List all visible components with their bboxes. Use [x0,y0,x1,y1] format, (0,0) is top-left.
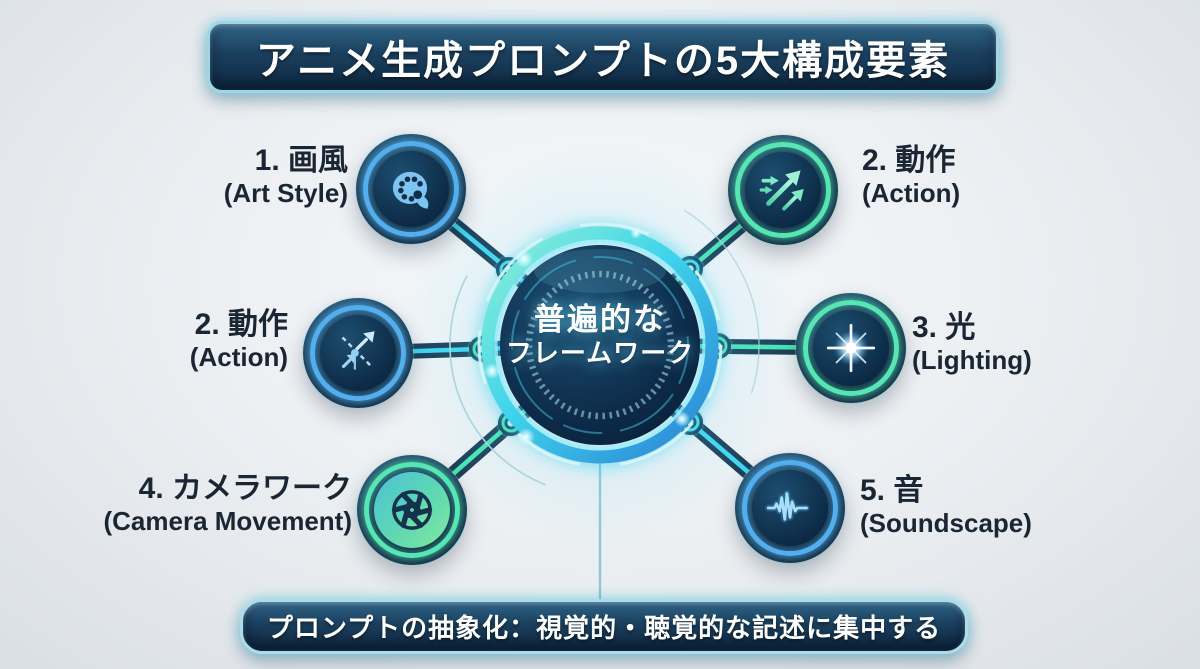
label-action-top: 2. 動作 (Action) [862,143,960,209]
label-camera-jp: 4. カメラワーク [138,472,352,505]
hub-label: 普遍的な フレームワーク [490,301,710,369]
hub-label-line2: フレームワーク [505,338,695,369]
hub-label-line1: 普遍的な [534,302,666,337]
label-action-top-en: (Action) [862,178,961,209]
label-art-style-jp: 1. 画風 [254,144,348,177]
waveform-icon [764,490,810,523]
label-art-style-en: (Art Style) [223,178,348,209]
speed-arrows-icon [759,170,804,211]
aperture-icon [391,490,433,530]
palette-icon [392,171,429,209]
node-art-style [356,134,466,244]
label-lighting-jp: 3. 光 [912,311,976,344]
node-lighting [796,293,906,403]
node-camera [357,455,467,565]
title-banner: アニメ生成プロンプトの5大構成要素 [207,21,999,93]
central-hub [430,175,770,515]
footer-banner: プロンプトの抽象化：視覚的・聴覚的な記述に集中する [240,599,968,654]
node-action-left [303,298,413,408]
node-sound [735,453,845,563]
label-art-style: 1. 画風 (Art Style) [224,143,348,209]
node-ring [803,300,899,396]
label-sound-jp: 5. 音 [860,474,924,507]
label-lighting-en: (Lighting) [912,345,1032,376]
label-camera-en: (Camera Movement) [103,506,352,537]
footer-text: プロンプトの抽象化：視覚的・聴覚的な記述に集中する [266,613,942,643]
motion-vectors-icon [341,331,375,370]
label-action-left-jp: 2. 動作 [194,308,288,341]
node-ring [735,142,831,238]
label-sound-en: (Soundscape) [860,508,1032,539]
light-flare-icon [826,323,876,373]
node-ring [363,141,459,237]
label-camera: 4. カメラワーク (Camera Movement) [103,471,352,537]
label-action-left-en: (Action) [189,342,288,373]
node-action-top [728,135,838,245]
node-ring [310,305,406,401]
label-action-top-jp: 2. 動作 [862,144,956,177]
label-action-left: 2. 動作 (Action) [190,307,288,373]
label-lighting: 3. 光 (Lighting) [912,310,1032,376]
label-sound: 5. 音 (Soundscape) [860,473,1032,539]
node-ring [742,460,838,556]
page-title: アニメ生成プロンプトの5大構成要素 [255,39,951,83]
node-ring [364,462,460,558]
hub-rings [440,185,760,505]
